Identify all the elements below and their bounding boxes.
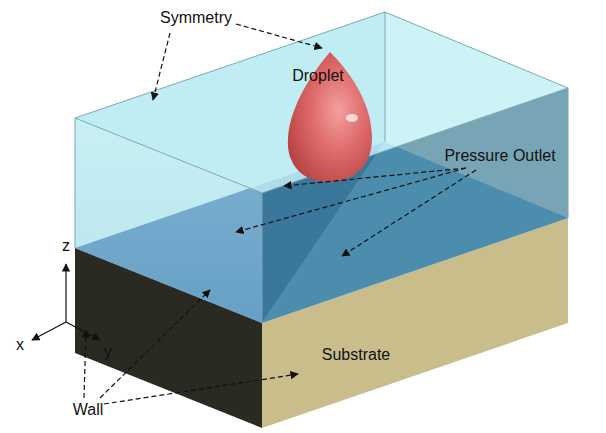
leader-lines <box>84 24 476 404</box>
part-label: y <box>104 343 112 360</box>
part-label: Symmetry <box>160 9 232 26</box>
droplet-shape <box>288 52 372 182</box>
back-left-face <box>75 12 385 248</box>
part-label: Wall <box>73 401 104 418</box>
label-holder: Pressure Outlet <box>444 147 555 165</box>
label-holder: y <box>104 343 112 361</box>
label-holder: Symmetry <box>160 9 232 27</box>
label-holder: Wall <box>73 401 104 419</box>
label-holder: x <box>16 336 24 354</box>
part-label: Droplet <box>292 67 344 84</box>
label-holder: Substrate <box>322 346 390 364</box>
part-label: x <box>16 336 24 353</box>
cube-edges <box>75 12 568 323</box>
label-holder: Droplet <box>292 67 344 85</box>
axes <box>32 264 100 340</box>
part-label: Pressure Outlet <box>444 147 555 164</box>
part-label: z <box>62 237 70 254</box>
part-label: Substrate <box>322 346 390 363</box>
label-holder: z <box>62 237 70 255</box>
